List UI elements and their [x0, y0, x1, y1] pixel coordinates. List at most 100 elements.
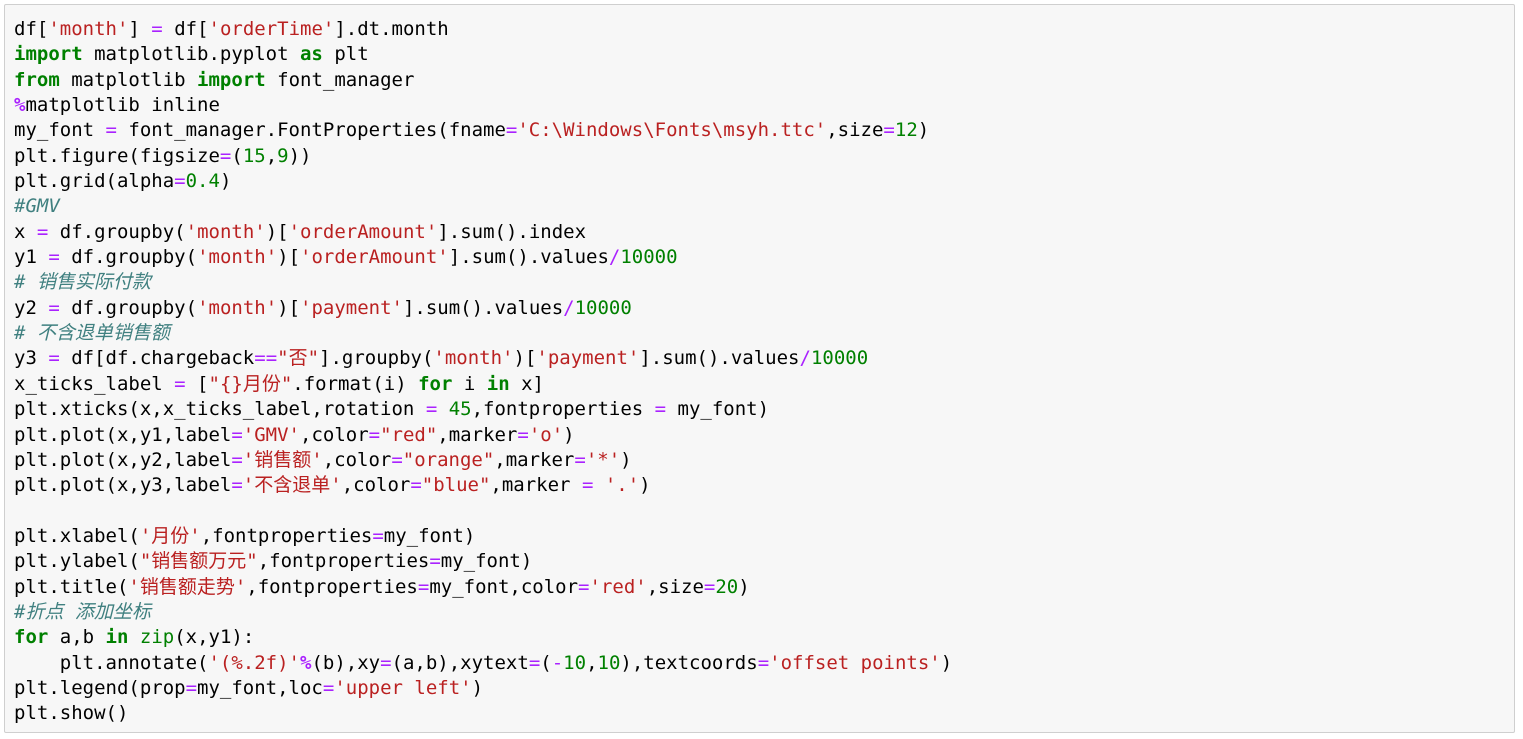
- code-token: a,b: [48, 626, 106, 649]
- code-token: ,fontproperties: [200, 524, 373, 547]
- code-token: 9: [277, 144, 289, 167]
- code-token: =: [36, 220, 49, 243]
- code-token: )[: [513, 347, 537, 370]
- code-token: =: [231, 448, 243, 471]
- code-token: '销售额': [242, 448, 323, 471]
- code-token: df[: [14, 18, 49, 40]
- code-token: 'offset points': [769, 651, 941, 674]
- code-token: )[: [277, 296, 301, 319]
- code-token: ,size: [826, 119, 884, 142]
- code-token: 10000: [810, 347, 869, 370]
- code-token: ]: [128, 18, 152, 40]
- code-token: ].dt.month: [334, 18, 449, 40]
- code-line: %matplotlib inline: [14, 93, 952, 118]
- code-token: =: [174, 170, 186, 193]
- code-token: 'orderTime': [208, 18, 335, 40]
- code-token: 'orderAmount': [300, 246, 449, 269]
- code-token: "否": [277, 347, 320, 370]
- code-token: ].sum().index: [437, 220, 587, 243]
- code-token: [: [185, 372, 209, 395]
- code-token: .format(i): [292, 372, 419, 395]
- code-token: %: [14, 94, 26, 117]
- code-token: =: [417, 575, 430, 598]
- code-token: "销售额万元": [139, 550, 258, 573]
- code-token: my_font): [666, 398, 770, 421]
- code-token: 20: [715, 575, 739, 598]
- code-token: ,size: [646, 575, 704, 598]
- code-token: plt.legend(prop: [14, 676, 186, 699]
- code-token: =: [322, 676, 335, 699]
- code-line: df['month'] = df['orderTime'].dt.month: [14, 17, 952, 42]
- code-token: ): [917, 119, 930, 142]
- code-token: '月份': [139, 524, 201, 547]
- code-token: (: [540, 651, 552, 674]
- code-line: plt.grid(alpha=0.4): [14, 169, 952, 194]
- code-token: ): [620, 448, 632, 471]
- code-token: "red": [380, 423, 438, 446]
- code-token: ): [738, 575, 750, 598]
- code-token: plt.show(): [14, 702, 129, 725]
- code-token: ): [639, 474, 651, 497]
- code-token: =: [410, 474, 422, 497]
- code-token: 'GMV': [242, 423, 300, 446]
- code-token: plt.plot(x,y3,label: [14, 474, 232, 497]
- code-token: my_font,loc: [197, 676, 323, 699]
- code-token: x]: [509, 372, 544, 395]
- code-token: matplotlib: [59, 68, 198, 91]
- code-token: matplotlib inline: [25, 94, 220, 117]
- code-line: x_ticks_label = ["{}月份".format(i) for i …: [14, 372, 952, 397]
- code-token: 0.4: [185, 170, 220, 193]
- code-token: plt.ylabel(: [14, 550, 140, 573]
- code-token: df[: [162, 18, 209, 40]
- code-token: 'payment': [300, 296, 403, 319]
- code-token: /: [799, 347, 811, 370]
- code-line: #折点 添加坐标: [14, 600, 952, 625]
- code-line: y1 = df.groupby('month')['orderAmount'].…: [14, 245, 952, 270]
- code-token: 'month': [433, 347, 514, 370]
- code-token: plt: [322, 43, 369, 66]
- code-token: ,color: [300, 423, 369, 446]
- code-token: =: [372, 524, 384, 547]
- code-token: 'month': [48, 18, 129, 40]
- code-line: x = df.groupby('month')['orderAmount'].s…: [14, 220, 952, 245]
- code-token: df.groupby(: [59, 296, 198, 319]
- code-token: =: [425, 398, 438, 421]
- code-token: ].sum().values: [448, 246, 609, 269]
- code-line: plt.xlabel('月份',fontproperties=my_font): [14, 524, 952, 549]
- code-token: plt.title(: [14, 575, 129, 598]
- code-token: =: [231, 423, 243, 446]
- code-token: import: [197, 68, 266, 91]
- code-token: )): [288, 144, 312, 167]
- code-token: '.': [604, 474, 640, 497]
- code-token: ,marker: [437, 423, 518, 446]
- code-token: font_manager: [265, 68, 415, 91]
- code-line: #GMV: [14, 194, 952, 219]
- code-token: for: [418, 372, 453, 395]
- code-token: 10: [597, 651, 621, 674]
- code-line: ​: [14, 499, 952, 524]
- code-token: 10000: [620, 246, 678, 269]
- code-line: plt.legend(prop=my_font,loc='upper left'…: [14, 676, 952, 701]
- code-token: my_font): [440, 550, 533, 573]
- code-line: plt.ylabel("销售额万元",fontproperties=my_fon…: [14, 549, 952, 574]
- code-token: 'month': [197, 296, 278, 319]
- code-token: =: [151, 18, 163, 40]
- code-token: [128, 626, 139, 648]
- code-token: =: [528, 651, 541, 674]
- code-token: [593, 474, 604, 496]
- code-token: in: [105, 626, 129, 649]
- code-token: 10: [563, 651, 587, 674]
- code-token: 'C:\Windows\Fonts\msyh.ttc': [517, 119, 827, 142]
- code-token: %: [299, 651, 312, 674]
- code-token: =: [581, 474, 594, 497]
- code-token: df.groupby(: [48, 220, 186, 243]
- code-token: 45: [448, 398, 472, 421]
- code-token: (b),xy: [311, 651, 381, 674]
- code-token: # 不含退单销售额: [14, 322, 170, 345]
- code-token: =: [174, 372, 186, 395]
- code-token: ,: [265, 144, 278, 167]
- code-token: ): [940, 651, 953, 674]
- code-token: 'payment': [536, 347, 640, 370]
